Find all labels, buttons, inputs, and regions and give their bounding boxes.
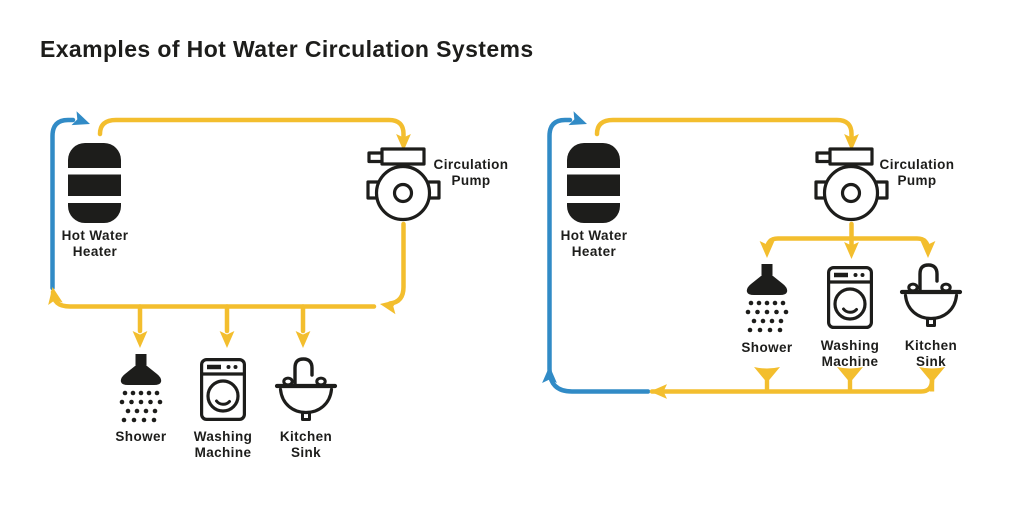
kitchen-sink-icon <box>277 359 335 420</box>
supply-arrowhead-icon <box>378 296 399 315</box>
fixture-label: Sink <box>291 445 321 460</box>
heater-label: Hot Water <box>62 228 129 243</box>
washing-machine-icon <box>829 268 872 328</box>
supply-pipe-bottom <box>50 289 377 309</box>
pump-label: Pump <box>897 173 936 188</box>
supply-pipe-bottom <box>649 377 935 394</box>
pump-label: Circulation <box>880 157 955 172</box>
supply-pipe-pump-drop <box>387 221 406 306</box>
fixture-label: Kitchen <box>905 338 957 353</box>
heater-label: Heater <box>73 244 118 259</box>
return-pipe <box>547 117 651 394</box>
fixture-label: Washing <box>821 338 880 353</box>
heater-label: Hot Water <box>561 228 628 243</box>
fixture-label: Machine <box>822 354 879 369</box>
right-diagram: Hot Water Heater Circulation Pump Shower… <box>542 111 960 399</box>
supply-pipe-top <box>594 117 854 143</box>
heater-label: Heater <box>572 244 617 259</box>
return-pipe <box>50 117 76 291</box>
washing-machine-icon <box>202 360 245 420</box>
hot-water-heater-icon <box>68 143 121 223</box>
supply-arrowhead-icon <box>219 331 235 348</box>
fixture-outlet-funnel <box>754 367 780 392</box>
supply-arrowhead-icon <box>295 331 311 348</box>
pump-label: Pump <box>451 173 490 188</box>
left-diagram: Hot Water Heater Circulation Pump Shower… <box>45 111 508 460</box>
fixture-label: Shower <box>115 429 167 444</box>
shower-icon <box>745 264 789 333</box>
hot-water-heater-icon <box>567 143 620 223</box>
fixture-label: Washing <box>194 429 253 444</box>
fixture-label: Sink <box>916 354 946 369</box>
supply-pipe-top <box>97 117 406 143</box>
fixture-label: Shower <box>741 340 793 355</box>
fixture-label: Machine <box>195 445 252 460</box>
circulation-pump-icon <box>366 147 441 222</box>
shower-icon <box>119 354 163 423</box>
fixture-label: Kitchen <box>280 429 332 444</box>
page-title: Examples of Hot Water Circulation System… <box>40 36 534 62</box>
kitchen-sink-icon <box>902 265 960 326</box>
fixture-outlet-funnel <box>837 367 863 392</box>
circulation-pump-icon <box>814 147 889 222</box>
pump-label: Circulation <box>434 157 509 172</box>
supply-arrowhead-icon <box>132 331 148 348</box>
